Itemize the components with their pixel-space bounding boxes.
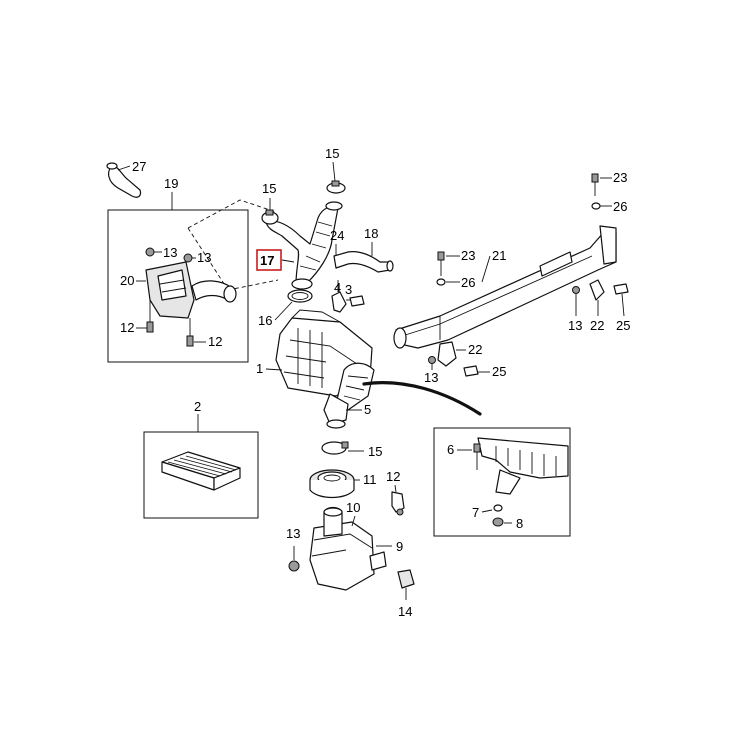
callout-8: 8	[516, 516, 523, 531]
callout-4: 4	[334, 280, 341, 295]
callout-10: 10	[346, 500, 360, 515]
box-detail-678	[433, 427, 571, 537]
callout-25a: 25	[616, 318, 630, 333]
callout-11: 11	[363, 472, 377, 487]
callout-25b: 25	[492, 364, 506, 379]
callout-24: 24	[330, 228, 344, 243]
part-9-air-duct	[309, 506, 387, 591]
part-22-bracket-mid	[428, 341, 479, 377]
sensor-cable	[362, 381, 482, 416]
callout-12c: 12	[386, 469, 400, 484]
callout-23b: 23	[461, 248, 475, 263]
callout-13e: 13	[424, 370, 438, 385]
callout-15a: 15	[262, 181, 276, 196]
callout-6: 6	[447, 442, 454, 457]
part-15-clamps	[261, 180, 346, 225]
part-23-bolt-top	[591, 173, 601, 210]
callout-22a: 22	[590, 318, 604, 333]
callout-17: 17	[260, 253, 274, 268]
callout-13b: 13	[197, 250, 211, 265]
callout-15b: 15	[325, 146, 339, 161]
part-27-hose	[106, 162, 142, 198]
box-19	[107, 209, 249, 363]
callout-12b: 12	[208, 334, 222, 349]
callout-7: 7	[472, 505, 479, 520]
part-7-grommet	[492, 504, 504, 527]
callout-12a: 12	[120, 320, 134, 335]
part-21-intake-duct	[393, 225, 617, 349]
callout-1: 1	[256, 361, 263, 376]
callout-2: 2	[194, 399, 201, 414]
callout-18: 18	[364, 226, 378, 241]
callout-26b: 26	[461, 275, 475, 290]
part-18-breather-hose	[333, 251, 394, 273]
part-22-bracket-right	[572, 279, 629, 301]
callout-13d: 13	[568, 318, 582, 333]
callout-16: 16	[258, 313, 272, 328]
callout-23a: 23	[613, 170, 627, 185]
part-14-cap	[397, 569, 415, 600]
part-20-bracket	[145, 247, 237, 347]
part-1-air-cleaner-upper	[275, 309, 375, 429]
callout-9: 9	[396, 539, 403, 554]
callout-26a: 26	[613, 199, 627, 214]
callout-13a: 13	[163, 245, 177, 260]
callout-13c: 13	[286, 526, 300, 541]
callout-15c: 15	[368, 444, 382, 459]
callout-21: 21	[492, 248, 506, 263]
callout-14: 14	[398, 604, 412, 619]
callout-5: 5	[364, 402, 371, 417]
part-23-bolt-mid	[436, 251, 446, 286]
part-6-bolt	[473, 443, 481, 470]
part-13-nut	[288, 546, 300, 572]
part-4-sensor	[331, 280, 365, 313]
part-16-clamp	[287, 289, 313, 303]
detail-housing-edge	[477, 437, 569, 495]
highlight-17	[256, 249, 282, 271]
part-12-screw	[391, 491, 405, 516]
part-11-grommet	[309, 469, 355, 499]
callout-19: 19	[164, 176, 178, 191]
callout-3: 3	[345, 282, 352, 297]
box-2	[143, 431, 259, 519]
part-17-intake-hose	[265, 201, 343, 290]
part-2-filter-element	[161, 451, 241, 491]
callout-27: 27	[132, 159, 146, 174]
callout-20: 20	[120, 273, 134, 288]
callout-22b: 22	[468, 342, 482, 357]
part-15-lower-clamp	[321, 441, 349, 455]
